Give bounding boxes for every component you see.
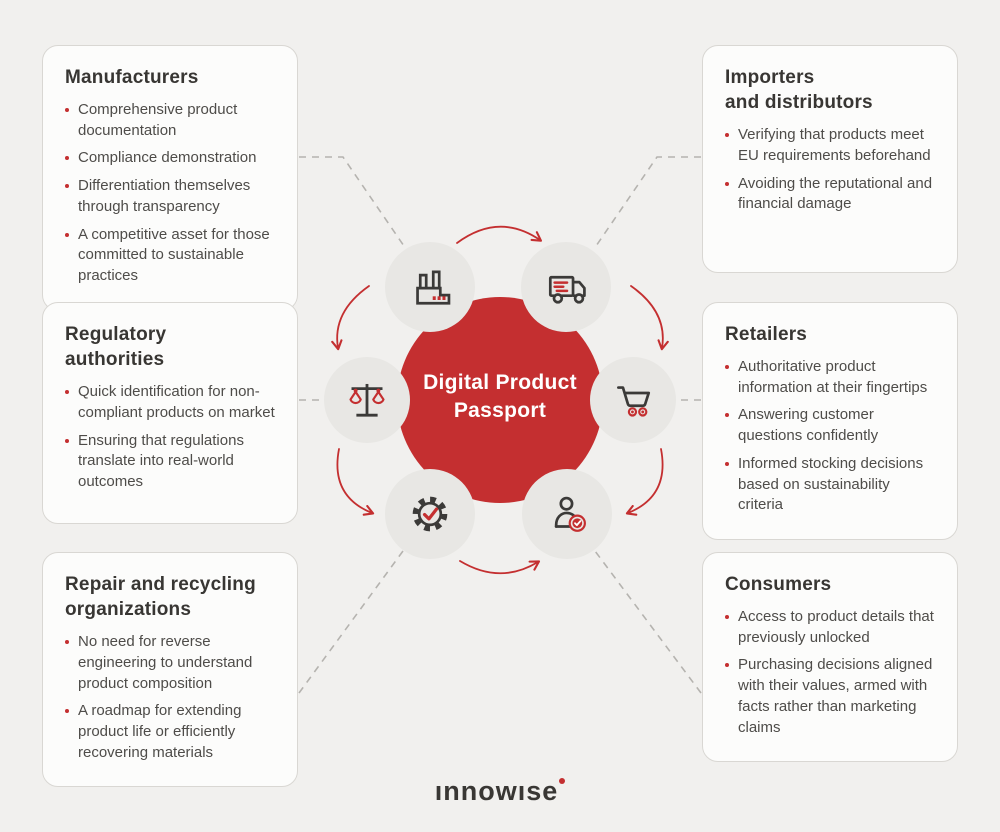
card-retailers: Retailers Authoritative product informat… [702,302,958,540]
arrow-left-lower [336,448,375,516]
card-manufacturers: Manufacturers Comprehensive product docu… [42,45,298,311]
card-retailers-list: Authoritative product information at the… [725,357,937,516]
node-retailers [590,357,676,443]
title-line: and distributors [725,92,873,114]
bullet-item: No need for reverse engineering to under… [65,632,277,694]
card-repair-list: No need for reverse engineering to under… [65,632,277,763]
card-regulatory: Regulatory authorities Quick identificat… [42,302,298,524]
card-consumers-title: Consumers [725,572,937,597]
bullet-item: Authoritative product information at the… [725,357,937,398]
truck-icon [548,275,586,304]
bullet-item: Purchasing decisions aligned with their … [725,655,937,738]
card-importers: Importers and distributors Verifying tha… [702,45,958,273]
bullet-item: Answering customer questions confidently [725,405,937,446]
title-line: Retailers [725,324,808,345]
bullet-item: Compliance demonstration [65,148,277,169]
bullet-item: Access to product details that previousl… [725,607,937,648]
arrow-left-upper [331,285,370,351]
bullet-item: Differentiation themselves through trans… [65,176,277,217]
title-line: authorities [65,349,165,371]
card-consumers: Consumers Access to product details that… [702,552,958,763]
node-importers [521,242,611,332]
card-repair: Repair and recycling organizations No ne… [42,552,298,788]
card-regulatory-list: Quick identification for non-compliant p… [65,382,277,492]
scales-icon [349,383,385,417]
bullet-item: Comprehensive product documentation [65,100,277,141]
card-importers-list: Verifying that products meet EU requirem… [725,125,937,215]
connector-consumers [594,550,702,694]
connector-manufacturers [299,156,407,250]
bullet-item: A competitive asset for those committed … [65,225,277,287]
title-line: Importers [725,67,815,88]
title-line: organizations [65,599,192,621]
card-repair-title: Repair and recycling organizations [65,572,277,622]
card-manufacturers-list: Comprehensive product documentation Comp… [65,100,277,287]
logo-dot [559,778,566,784]
card-consumers-list: Access to product details that previousl… [725,607,937,738]
bullet-item: Informed stocking decisions based on sus… [725,454,937,516]
bullet-item: Avoiding the reputational and financial … [725,174,937,215]
gear-check-icon [412,496,448,532]
factory-icon [416,270,451,305]
cart-icon [617,386,651,417]
card-regulatory-title: Regulatory authorities [65,322,277,372]
bullet-item: Ensuring that regulations translate into… [65,431,277,493]
card-importers-title: Importers and distributors [725,65,937,115]
bullet-item: A roadmap for extending product life or … [65,701,277,763]
cycle-arrows [331,225,669,575]
title-line: Repair and recycling [65,574,256,595]
center-title: Digital Product Passport [392,369,608,426]
connector-repair [298,550,404,694]
arrow-right-upper [630,285,669,351]
central-circle [397,297,603,503]
card-manufacturers-title: Manufacturers [65,65,277,90]
title-line: Regulatory [65,324,167,345]
center-title-line2: Passport [453,399,547,423]
arrow-right-lower [625,448,664,516]
dashed-connectors [298,156,702,694]
card-retailers-title: Retailers [725,322,937,347]
person-check-icon [554,496,586,532]
title-line: Manufacturers [65,67,199,88]
arrow-top [456,225,543,244]
innowise-logo: ınnowıse [0,776,1000,807]
logo-text: ınnowıse [434,776,559,806]
title-line: Consumers [725,574,832,595]
bullet-item: Verifying that products meet EU requirem… [725,125,937,166]
arrow-bottom [459,560,541,575]
connector-importers [593,156,701,250]
bullet-item: Quick identification for non-compliant p… [65,382,277,423]
center-title-line1: Digital Product [423,371,577,394]
